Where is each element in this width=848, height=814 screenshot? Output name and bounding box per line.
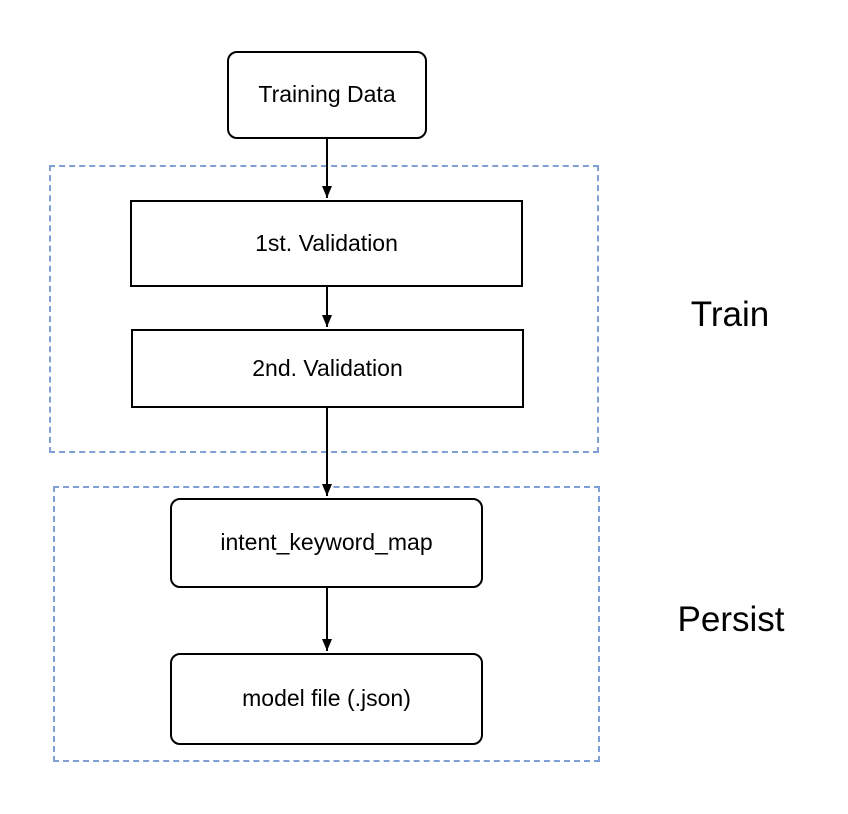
node-training-data-label: Training Data — [258, 81, 396, 108]
group-persist-label: Persist — [677, 600, 785, 639]
node-second-validation-label: 2nd. Validation — [252, 354, 403, 381]
node-intent-keyword-map: intent_keyword_map — [170, 498, 483, 588]
node-model-file-label: model file (.json) — [242, 685, 411, 712]
node-first-validation-label: 1st. Validation — [255, 229, 398, 256]
node-model-file: model file (.json) — [170, 653, 483, 745]
node-intent-keyword-map-label: intent_keyword_map — [220, 529, 433, 556]
group-train-label: Train — [690, 295, 770, 334]
node-first-validation: 1st. Validation — [130, 200, 523, 287]
group-train-container — [49, 165, 599, 453]
node-training-data: Training Data — [227, 51, 427, 139]
node-second-validation: 2nd. Validation — [131, 329, 524, 408]
